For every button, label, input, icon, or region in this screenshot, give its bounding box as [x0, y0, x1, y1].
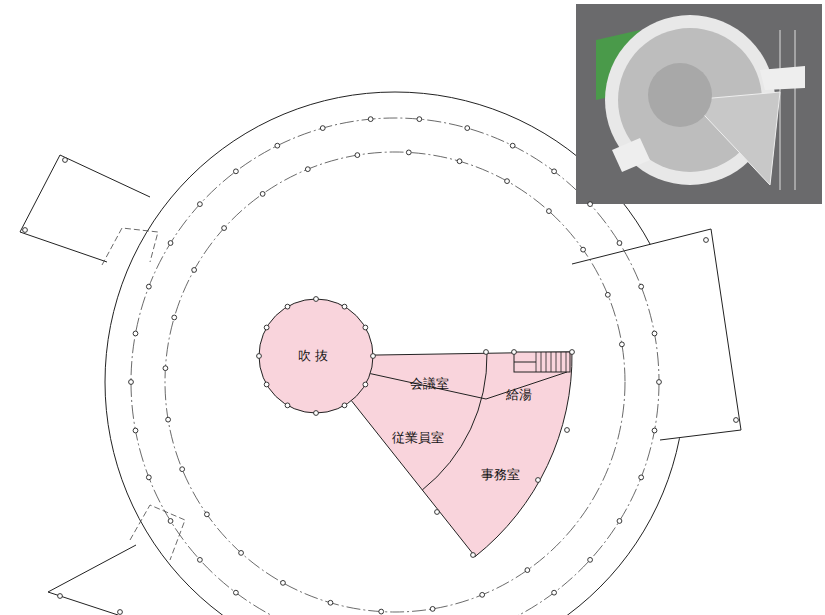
column-dot	[565, 428, 570, 433]
column-dot	[652, 428, 657, 433]
column-dot	[166, 417, 171, 422]
column-dot	[328, 600, 333, 605]
column-dot	[639, 475, 644, 480]
column-dot	[146, 284, 151, 289]
column-dot	[342, 403, 347, 408]
column-dot	[465, 126, 470, 131]
column-dot	[588, 557, 593, 562]
column-dot	[406, 150, 411, 155]
column-dot	[617, 519, 622, 524]
column-dot	[275, 143, 280, 148]
room-name: 会議室	[410, 375, 455, 393]
stair-symbol	[514, 352, 570, 372]
column-dot	[547, 209, 552, 214]
wing-openings	[102, 228, 185, 560]
column-dot	[192, 268, 197, 273]
partition	[422, 353, 487, 490]
column-dot	[510, 143, 515, 148]
atrium-circle	[259, 299, 373, 413]
column-dot	[570, 350, 575, 355]
column-dot	[222, 226, 227, 231]
column-dot	[264, 325, 269, 330]
column-dot	[342, 304, 347, 309]
column-dot	[734, 418, 739, 423]
column-dot	[480, 592, 485, 597]
column-dot	[234, 590, 239, 595]
model-photo	[576, 4, 822, 204]
column-dot	[172, 315, 177, 320]
column-dot	[484, 350, 489, 355]
column-dot	[285, 304, 290, 309]
column-dot	[379, 609, 384, 614]
column-dot	[430, 606, 435, 611]
column-dot	[198, 557, 203, 562]
column-dot	[234, 169, 239, 174]
room-box: 従業員室	[389, 428, 453, 448]
column-dot	[657, 380, 662, 385]
column-dot	[435, 510, 440, 515]
column-dot	[363, 382, 368, 387]
column-dot	[552, 169, 557, 174]
room-box: 事務室	[478, 465, 529, 485]
column-dot	[168, 241, 173, 246]
column-dot	[239, 550, 244, 555]
column-dot	[168, 519, 173, 524]
column-dot	[355, 153, 360, 158]
column-dot	[58, 594, 63, 599]
column-dot	[471, 553, 476, 558]
room-box: 会議室	[407, 374, 458, 394]
column-dot	[619, 342, 624, 347]
room-name: 給湯	[506, 386, 538, 404]
room-name: 事務室	[481, 466, 526, 484]
column-dot	[205, 512, 210, 517]
column-dot	[525, 568, 530, 573]
column-dot	[285, 403, 290, 408]
column-dot	[198, 202, 203, 207]
column-dot	[305, 167, 310, 172]
column-dot	[617, 241, 622, 246]
column-dot	[320, 126, 325, 131]
column-dot	[118, 610, 123, 615]
column-dot	[133, 428, 138, 433]
grid-ring	[165, 152, 625, 612]
room-name: 従業員室	[392, 429, 450, 447]
column-dot	[605, 292, 610, 297]
column-dot	[505, 179, 510, 184]
column-dot	[457, 159, 462, 164]
column-dot	[588, 202, 593, 207]
column-dot	[652, 331, 657, 336]
column-dot	[163, 366, 168, 371]
column-dot	[133, 331, 138, 336]
column-dot	[536, 478, 541, 483]
column-dot	[581, 247, 586, 252]
column-dot	[23, 228, 28, 233]
room-wedge	[351, 352, 572, 557]
partition	[363, 372, 486, 399]
column-dot	[704, 238, 709, 243]
column-dot	[264, 382, 269, 387]
column-dot	[129, 380, 134, 385]
column-dot	[512, 350, 517, 355]
wings	[20, 155, 741, 615]
room-name: 吹 抜	[298, 347, 335, 365]
column-dot	[639, 284, 644, 289]
column-dot	[281, 580, 286, 585]
column-dot	[63, 158, 68, 163]
column-dot	[363, 325, 368, 330]
atrium-label-box: 吹 抜	[295, 346, 338, 366]
wing-outlines	[20, 155, 741, 615]
column-dot	[314, 297, 319, 302]
room-box: 給湯	[503, 385, 541, 405]
column-dot	[552, 590, 557, 595]
column-dot	[260, 192, 265, 197]
column-dot	[371, 354, 376, 359]
column-dot	[180, 467, 185, 472]
column-dot	[257, 354, 262, 359]
column-dot	[146, 475, 151, 480]
column-dot	[314, 411, 319, 416]
column-dot	[417, 117, 422, 122]
column-dot	[368, 117, 373, 122]
